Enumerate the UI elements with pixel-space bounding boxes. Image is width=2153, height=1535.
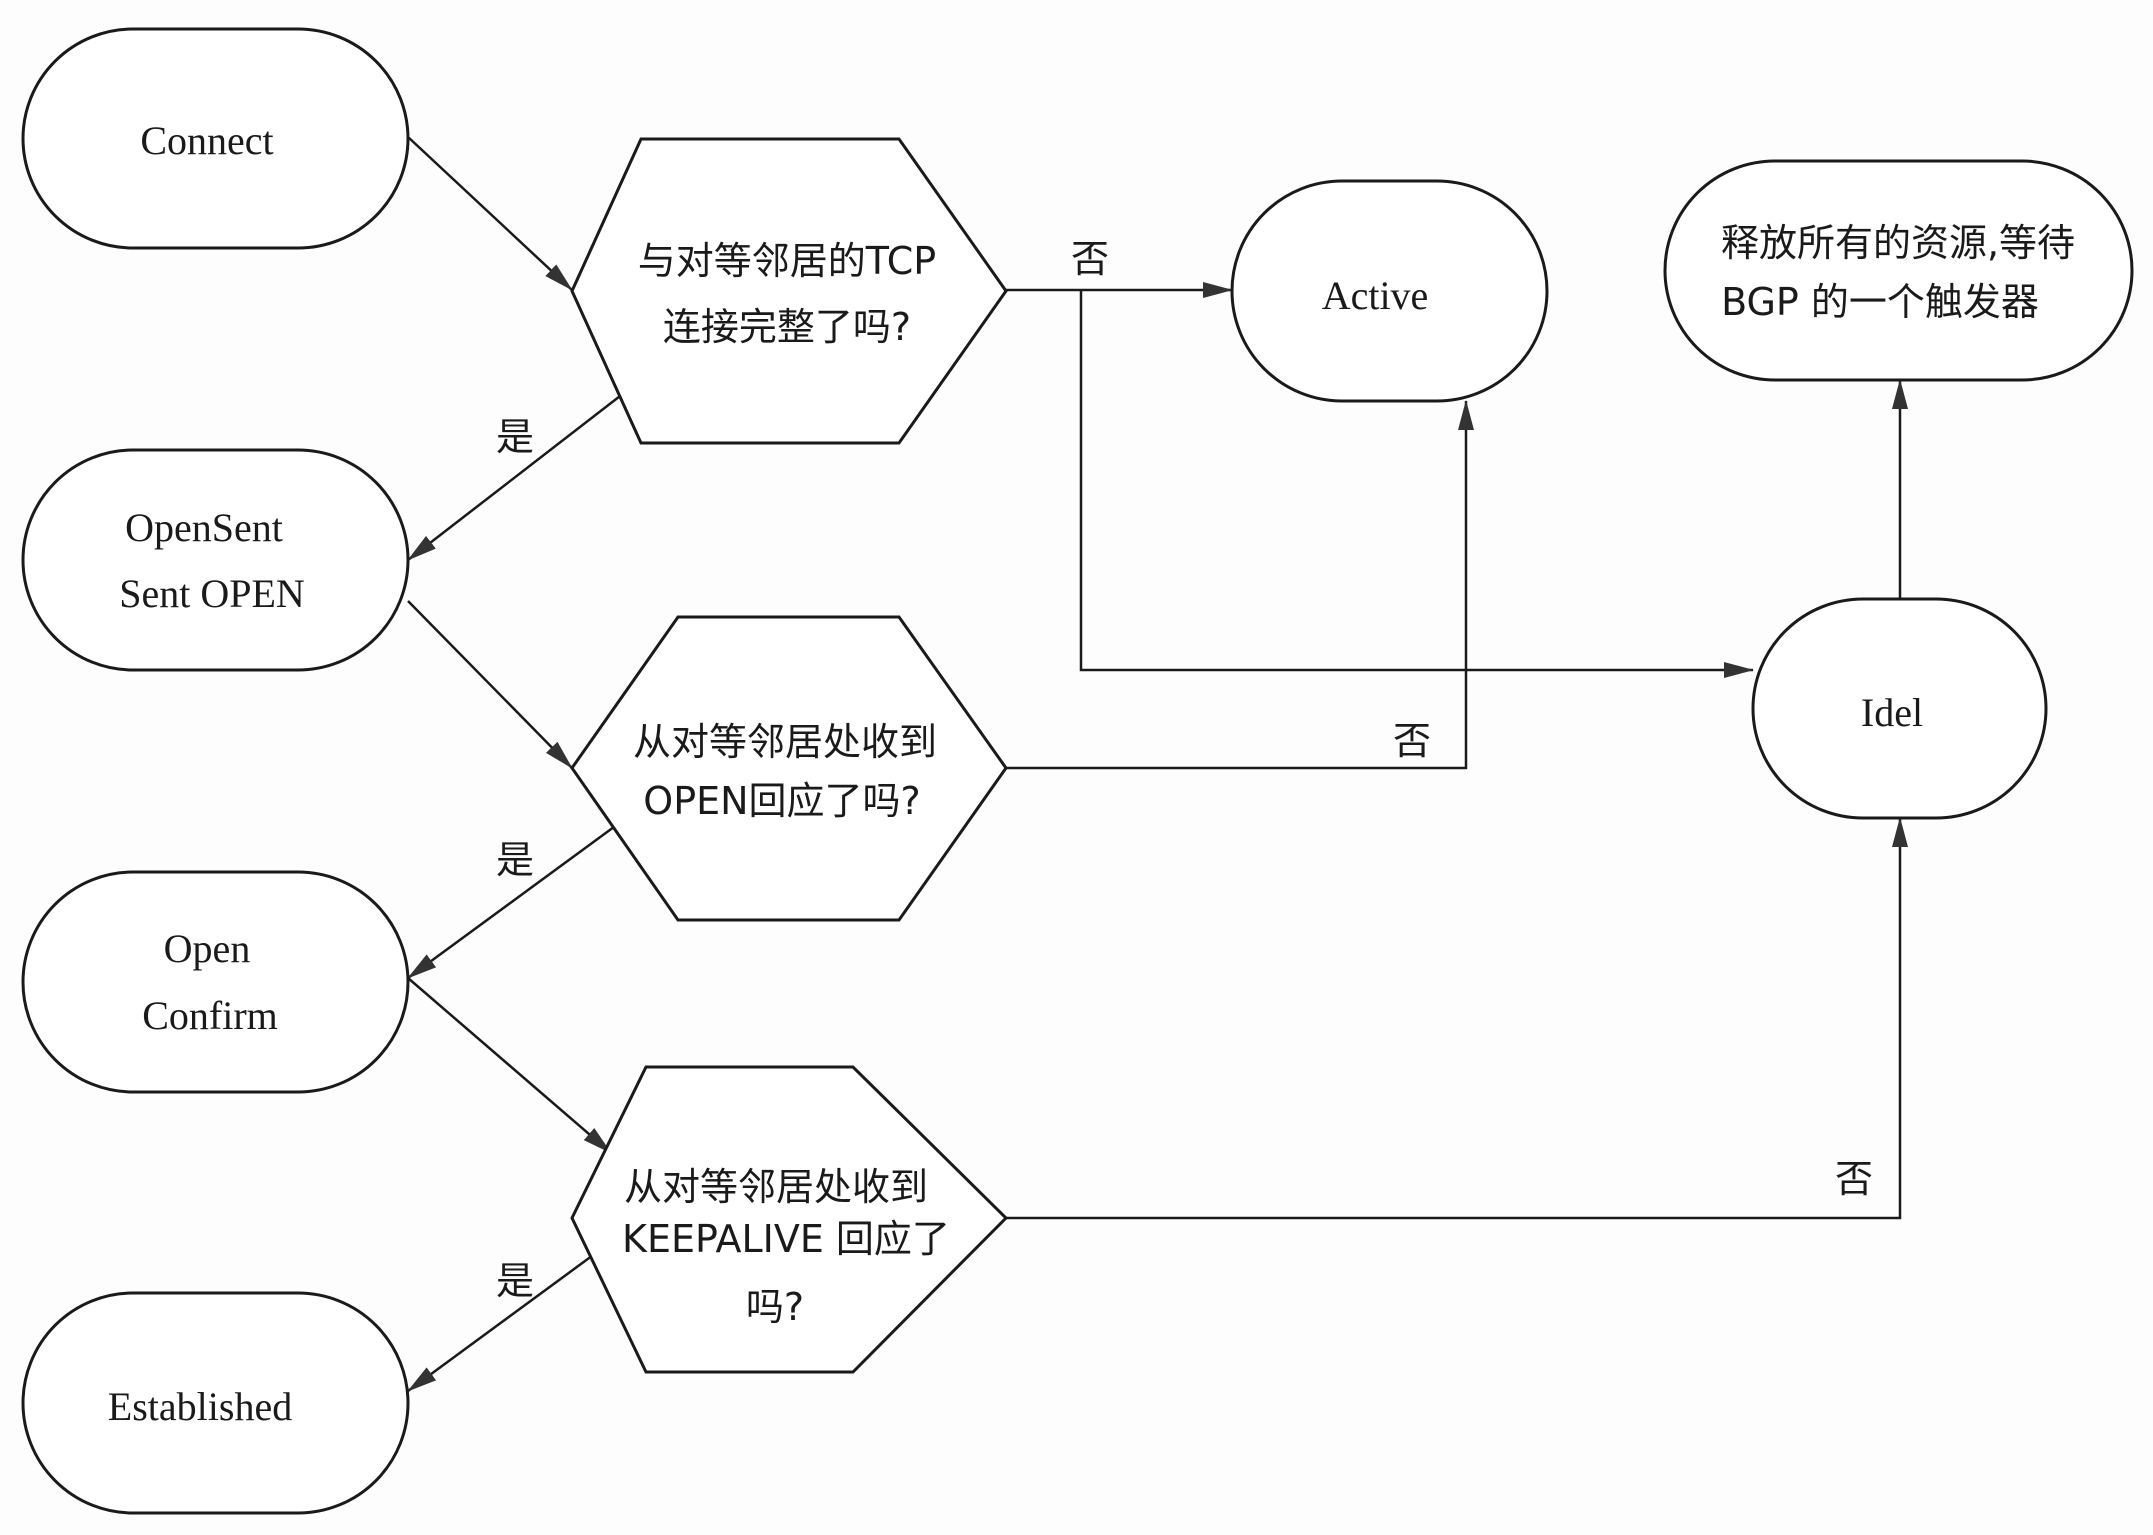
decision-label-line3: 吗? [746, 1285, 804, 1329]
state-label: Established [108, 1384, 292, 1429]
edge-tcp-no-to-idel [1079, 290, 1754, 678]
state-shape [1751, 597, 2048, 820]
state-release-resources: 释放所有的资源,等待 BGP 的一个触发器 [1663, 159, 2134, 382]
state-label-line1: Open [164, 926, 251, 971]
state-connect: Connect [21, 27, 410, 250]
decision-label-line2: OPEN回应了吗? [643, 779, 920, 823]
decision-label-line1: 从对等邻居处收到 [633, 720, 937, 764]
decision-shape [570, 1065, 1009, 1374]
no-label-tcp: 否 [1071, 237, 1109, 281]
edge-open-yes-to-openconfirm [407, 822, 619, 980]
state-label: Connect [140, 118, 273, 163]
decision-keepalive-received: 从对等邻居处收到 KEEPALIVE 回应了 吗? [570, 1065, 1009, 1374]
state-label-line1: OpenSent [125, 505, 283, 550]
state-shape [1230, 179, 1549, 403]
state-label: Idel [1861, 690, 1923, 735]
state-established: Established [21, 1291, 410, 1515]
edge-labels: 是 否 是 否 是 否 [496, 237, 1873, 1303]
state-label: Active [1322, 273, 1429, 318]
decision-tcp-complete: 与对等邻居的TCP 连接完整了吗? [570, 137, 1008, 445]
state-label-line2: Sent OPEN [119, 571, 305, 616]
state-shape [21, 870, 410, 1094]
state-label-line1: 释放所有的资源,等待 [1721, 221, 2075, 265]
state-label-line2: Confirm [142, 993, 278, 1038]
decision-open-received: 从对等邻居处收到 OPEN回应了吗? [570, 615, 1008, 922]
decision-shape [570, 137, 1008, 445]
state-label-line2: BGP 的一个触发器 [1721, 280, 2039, 324]
edge-tcp-yes-to-opensent [407, 385, 634, 561]
edge-keepalive-no-to-idel [1006, 817, 1908, 1220]
yes-label-tcp: 是 [496, 415, 534, 459]
edge-connect-to-tcp [407, 136, 573, 291]
edge-keepalive-yes-to-established [407, 1248, 601, 1393]
decision-label-line1: 与对等邻居的TCP [638, 239, 936, 283]
decision-shape [570, 615, 1008, 922]
state-opensent: OpenSent Sent OPEN [21, 448, 410, 672]
state-active: Active [1230, 179, 1549, 403]
state-shape [21, 27, 410, 250]
state-idel: Idel [1751, 597, 2048, 820]
decision-label-line2: KEEPALIVE 回应了 [622, 1217, 950, 1261]
edge-open-no-to-active [1006, 400, 1474, 770]
no-label-keepalive: 否 [1835, 1157, 1873, 1201]
state-shape [1663, 159, 2134, 382]
state-shape [21, 1291, 410, 1515]
decision-label-line2: 连接完整了吗? [663, 305, 911, 349]
state-shape [21, 448, 410, 672]
yes-label-keepalive: 是 [496, 1259, 534, 1303]
edges [407, 136, 1908, 1393]
edge-opensent-to-open-decision [407, 600, 573, 769]
edge-openconfirm-to-keepalive [407, 977, 612, 1154]
yes-label-open: 是 [496, 838, 534, 882]
state-openconfirm: Open Confirm [21, 870, 410, 1094]
decision-label-line1: 从对等邻居处收到 [624, 1165, 928, 1209]
no-label-open: 否 [1393, 719, 1431, 763]
